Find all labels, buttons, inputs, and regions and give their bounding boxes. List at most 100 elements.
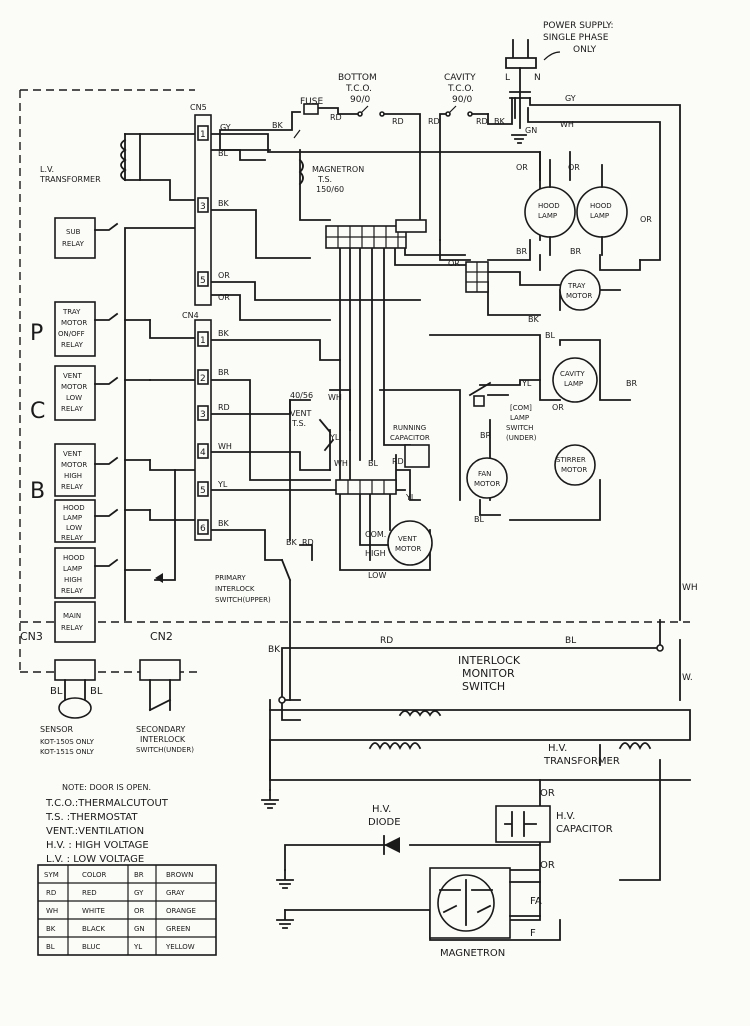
- cn2-label: CN2: [150, 630, 173, 643]
- top-labels: FUSE BOTTOM T.C.O. 90/0 CAVITY T.C.O. 90…: [300, 73, 476, 194]
- bottom-tco-3: 90/0: [350, 95, 370, 105]
- note-0: NOTE: DOOR IS OPEN.: [62, 783, 151, 792]
- ground-icon-3: [276, 869, 294, 889]
- power-supply-label-3: ONLY: [573, 45, 597, 55]
- hv-transformer-1: H.V.: [548, 743, 567, 754]
- legend-h2: BR: [134, 871, 144, 879]
- magnetron-ts-1: MAGNETRON: [312, 165, 364, 174]
- legend-r2c2: GN: [134, 925, 145, 933]
- mid-labels: 40/56 VENT T.S. RUNNING CAPACITOR VENT M…: [215, 391, 430, 604]
- vent-low-relay-box: [54, 365, 96, 421]
- vent-high-3: HIGH: [64, 472, 82, 480]
- power-n: N: [534, 73, 541, 83]
- relay-contacts: [94, 222, 119, 567]
- interlock-monitor-2: MONITOR: [462, 667, 515, 680]
- tray-relay-4: RELAY: [61, 341, 84, 349]
- plug-icon: [505, 39, 537, 69]
- wire-br-4: BR: [626, 379, 637, 388]
- wire-or-5: OR: [640, 215, 652, 224]
- vent-high-4: RELAY: [61, 483, 84, 491]
- wire-wh-4: WH: [334, 459, 348, 468]
- hood-lamp-1-b: LAMP: [538, 212, 557, 220]
- wire-or-7: OR: [552, 403, 564, 412]
- sensor-icon: [58, 697, 92, 719]
- wire-rd-3: RD: [428, 117, 440, 126]
- running-capacitor-icon: [404, 444, 430, 468]
- vent-low-1: VENT: [63, 372, 82, 380]
- vent-low: LOW: [368, 571, 386, 580]
- hood-high-4: RELAY: [61, 587, 84, 595]
- legend-r0c2: GY: [134, 889, 144, 897]
- hv-transformer-secondary-coil: [618, 742, 652, 751]
- hood-low-relay-box: [54, 499, 96, 543]
- main-relay-box: [54, 601, 96, 643]
- wire-rd-4: RD: [476, 117, 488, 126]
- fan-motor-a: FAN: [478, 470, 491, 478]
- main-relay-1: MAIN: [63, 612, 81, 620]
- sub-relay-1: SUB: [66, 228, 81, 236]
- vent-motor-icon: [387, 520, 433, 566]
- wire-wh-5: WH: [682, 583, 698, 593]
- legend-r2c0: BK: [46, 925, 56, 933]
- magnetron-ts-3: 150/60: [316, 185, 344, 194]
- wire-bk-8: BK: [268, 645, 281, 655]
- power-supply-label-1: POWER SUPPLY:: [543, 21, 614, 31]
- wire-gy-2: GY: [565, 94, 576, 103]
- magnetron-ts-2: T.S.: [317, 175, 332, 184]
- note-4: H.V. : HIGH VOLTAGE: [46, 840, 149, 851]
- hood-low-2: LAMP: [63, 514, 82, 522]
- cn4-pin-5: 5: [200, 486, 206, 496]
- cn3-label: CN3: [20, 630, 43, 643]
- terminal-block-low: [335, 479, 397, 495]
- wire-rd-7: RD: [302, 538, 314, 547]
- cn5-pin-1: 1: [200, 130, 206, 140]
- stirrer-motor-icon: [554, 444, 596, 486]
- wire-bk-4: BK: [218, 329, 229, 338]
- cavity-lamp-a: CAVITY: [560, 370, 585, 378]
- vent-low-3: LOW: [66, 394, 82, 402]
- wire-bk-6: BK: [528, 315, 539, 324]
- stirrer-b: MOTOR: [561, 466, 587, 474]
- cn2-connector: [139, 659, 181, 681]
- tray-relay-1: TRAY: [62, 308, 81, 316]
- cn5-pin-5: 5: [200, 276, 206, 286]
- power-supply-label-2: SINGLE PHASE: [543, 33, 609, 43]
- bottom-tco-2: T.C.O.: [345, 84, 372, 94]
- sensor-label: SENSOR: [40, 725, 73, 734]
- stirrer-a: STIRRER: [556, 456, 586, 464]
- lamp-switch-b: LAMP: [510, 414, 529, 422]
- wire-rd-1: RD: [330, 113, 342, 122]
- running-cap-2: CAPACITOR: [390, 434, 430, 442]
- big-letter-p: P: [30, 321, 43, 346]
- power-leader: [543, 51, 561, 61]
- hv-diode-1: H.V.: [372, 804, 391, 815]
- vent-com: COM.: [365, 530, 386, 539]
- vent-motor-1: VENT: [398, 535, 417, 543]
- wire-or-8: OR: [540, 788, 555, 799]
- cn4-label: CN4: [182, 311, 199, 320]
- wire-yl-4: YL: [405, 493, 416, 502]
- cn5-label: CN5: [190, 103, 207, 112]
- legend-r1c1: WHITE: [82, 907, 105, 915]
- wire-yl-3: YL: [329, 433, 340, 442]
- cavity-tco-3: 90/0: [452, 95, 472, 105]
- primary-3: SWITCH(UPPER): [215, 596, 271, 604]
- secondary-3: SWITCH(UNDER): [136, 746, 194, 754]
- cavity-lamp-b: LAMP: [564, 380, 583, 388]
- wire-yl-2: YL: [521, 379, 532, 388]
- legend-r3c0: BL: [46, 943, 55, 951]
- hv-transformer-primary-coil: [368, 742, 422, 751]
- wire-or-3: OR: [516, 163, 528, 172]
- vent-low-4: RELAY: [61, 405, 84, 413]
- fan-motor-b: MOTOR: [474, 480, 500, 488]
- legend-r2c3: GREEN: [166, 925, 190, 933]
- wire-yl-1: YL: [217, 480, 228, 489]
- legend-r3c3: YELLOW: [165, 943, 195, 951]
- magnetron-f: F: [530, 928, 536, 939]
- vent-high-1: VENT: [63, 450, 82, 458]
- fan-motor-icon: [466, 457, 508, 499]
- cn3-connector: [54, 659, 96, 681]
- hv-diode-icon: [384, 837, 400, 853]
- wire-br-3: BR: [570, 247, 581, 256]
- interlock-monitor-1: INTERLOCK: [458, 654, 521, 667]
